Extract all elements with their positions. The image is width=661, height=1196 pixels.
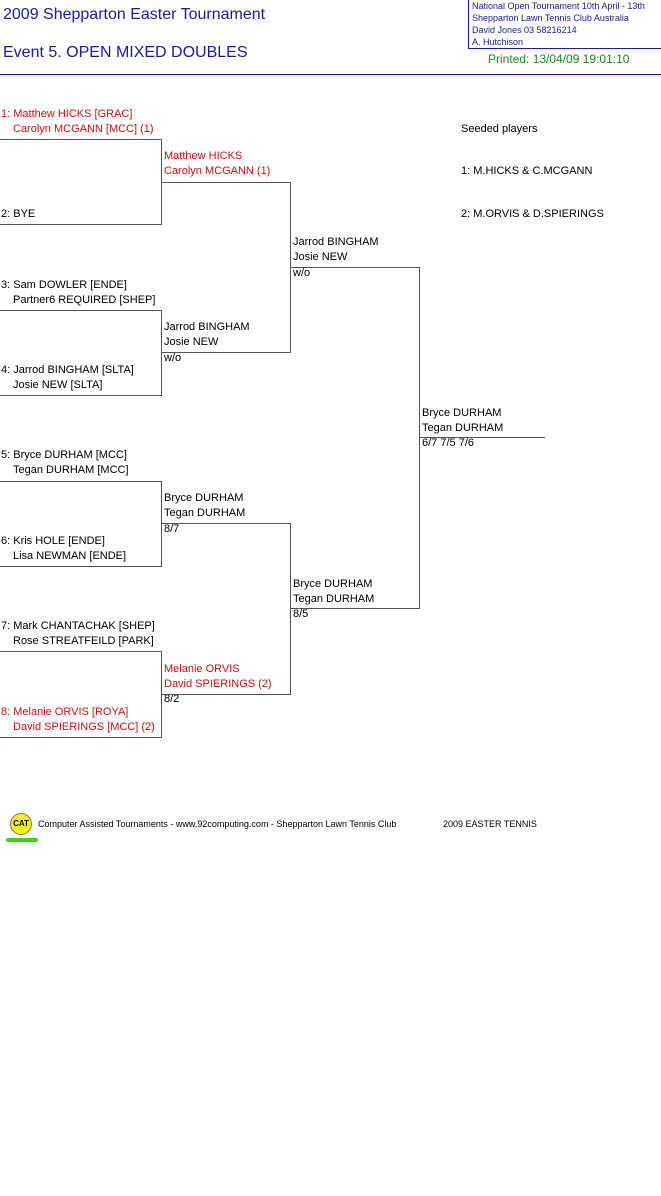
bracket-line (0, 224, 162, 225)
sf-match-1-player2: Josie NEW (293, 251, 348, 263)
r1-entry-4-player2: Josie NEW [SLTA] (13, 379, 103, 391)
seed-item: 1: M.HICKS & C.MCGANN (461, 165, 593, 177)
r1-entry-5-player2: Tegan DURHAM [MCC] (13, 464, 129, 476)
r2-match-4-player2: David SPIERINGS (2) (164, 678, 272, 690)
r1-entry-6-player2: Lisa NEWMAN [ENDE] (13, 550, 127, 562)
final-score: 6/7 7/5 7/6 (422, 437, 474, 449)
seed-item: 2: M.ORVIS & D.SPIERINGS (461, 208, 604, 220)
r2-match-2-score: w/o (164, 352, 182, 364)
r2-match-2-player2: Josie NEW (164, 336, 219, 348)
r1-entry-7-player1: 7: Mark CHANTACHAK [SHEP] (1, 620, 155, 632)
info-line: National Open Tournament 10th April - 13… (472, 1, 645, 11)
r2-match-3-player1: Bryce DURHAM (164, 492, 244, 504)
r2-match-1-player2: Carolyn MCGANN (1) (164, 165, 271, 177)
r2-match-4-player1: Melanie ORVIS (164, 663, 240, 675)
bracket-line (419, 267, 420, 609)
bracket-line (290, 182, 291, 353)
info-line: Shepparton Lawn Tennis Club Australia (472, 13, 629, 23)
bracket-line (0, 395, 162, 396)
bracket-line (161, 651, 162, 738)
r2-match-4-score: 8/2 (164, 693, 180, 705)
r2-match-3-player2: Tegan DURHAM (164, 507, 246, 519)
bracket-line (0, 566, 162, 567)
cat-logo-icon: CAT (10, 813, 32, 835)
bracket-line (0, 651, 162, 652)
printed-timestamp: Printed: 13/04/09 19:01:10 (488, 52, 630, 66)
r1-entry-8-player1: 8: Melanie ORVIS [ROYA] (1, 706, 129, 718)
sf-match-2-player1: Bryce DURHAM (293, 578, 373, 590)
r1-entry-3-player2: Partner6 REQUIRED [SHEP] (13, 294, 156, 306)
bracket-line (162, 523, 291, 524)
r1-entry-4-player1: 4: Jarrod BINGHAM [SLTA] (1, 364, 134, 376)
r2-match-1-player1: Matthew HICKS (164, 150, 243, 162)
event-title: Event 5. OPEN MIXED DOUBLES (3, 44, 248, 61)
bracket-line (161, 310, 162, 396)
bracket-line (0, 139, 162, 140)
r1-entry-1-player1: 1: Matthew HICKS [GRAC] (1, 108, 133, 120)
bracket-line (291, 267, 420, 268)
bracket-line (161, 481, 162, 567)
info-line: David Jones 03 58216214 (472, 25, 577, 35)
bracket-line (162, 352, 291, 353)
seeds-title: Seeded players (461, 123, 538, 135)
sf-match-1-player1: Jarrod BINGHAM (293, 236, 379, 248)
bracket-line (0, 310, 162, 311)
r1-entry-3-player1: 3: Sam DOWLER [ENDE] (1, 279, 127, 291)
r1-entry-1-player2: Carolyn MCGANN [MCC] (1) (13, 123, 154, 135)
sf-match-2-player2: Tegan DURHAM (293, 593, 375, 605)
sf-match-1-score: w/o (293, 267, 311, 279)
r1-entry-7-player2: Rose STREATFEILD [PARK] (13, 635, 154, 647)
tournament-info-box: National Open Tournament 10th April - 13… (468, 0, 661, 49)
r1-entry-6-player1: 6: Kris HOLE [ENDE] (1, 535, 105, 547)
r1-entry-2-player1: 2: BYE (1, 208, 36, 220)
footer-credit: Computer Assisted Tournaments - www.92co… (38, 819, 397, 829)
info-line: A. Hutchison (472, 37, 524, 47)
bracket-line (420, 437, 545, 438)
header-divider (0, 74, 661, 75)
final-player2: Tegan DURHAM (422, 422, 504, 434)
bracket-line (291, 608, 420, 609)
bracket-line (162, 182, 291, 183)
bracket-line (0, 481, 162, 482)
sf-match-2-score: 8/5 (293, 608, 309, 620)
r2-match-3-score: 8/7 (164, 523, 180, 535)
logo-underline (6, 838, 38, 842)
r1-entry-8-player2: David SPIERINGS [MCC] (2) (13, 721, 155, 733)
bracket-line (162, 694, 291, 695)
bracket-line (161, 139, 162, 225)
bracket-line (290, 523, 291, 695)
r2-match-2-player1: Jarrod BINGHAM (164, 321, 250, 333)
page-title: 2009 Shepparton Easter Tournament (3, 6, 266, 23)
footer-event-name: 2009 EASTER TENNIS (443, 819, 537, 829)
final-player1: Bryce DURHAM (422, 407, 502, 419)
bracket-line (0, 737, 162, 738)
r1-entry-5-player1: 5: Bryce DURHAM [MCC] (1, 449, 127, 461)
